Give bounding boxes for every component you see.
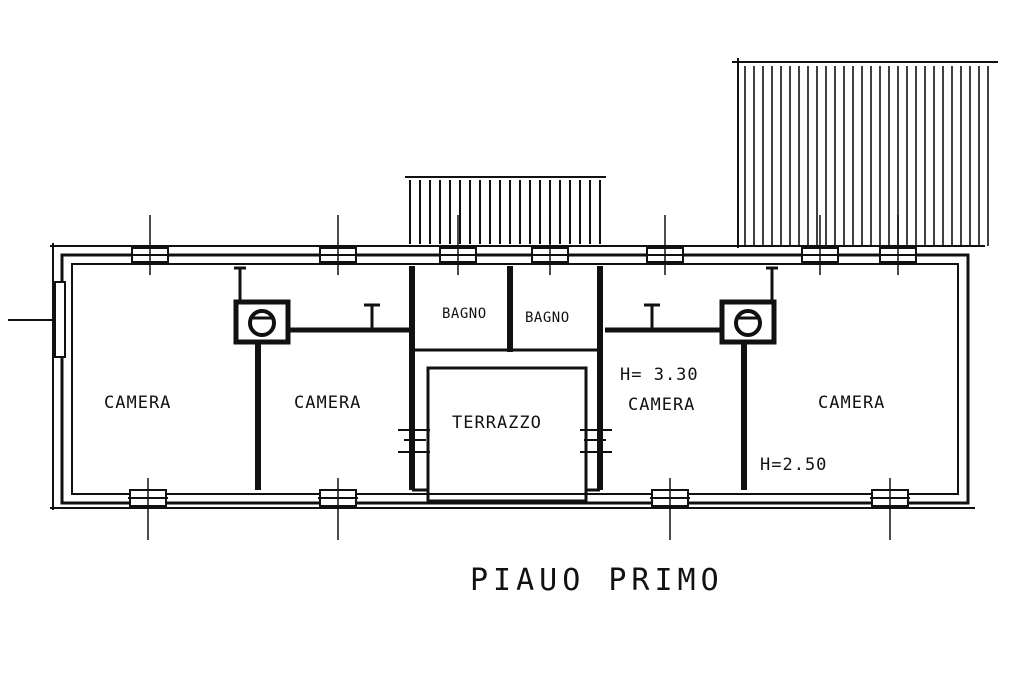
room-label-bagno-2: BAGNO xyxy=(525,310,570,326)
plan-title: PIAUO PRIMO xyxy=(470,563,724,598)
height-annotation-2: H=2.50 xyxy=(760,455,827,475)
terrace-doors xyxy=(398,429,612,453)
room-label-terrazzo: TERRAZZO xyxy=(452,413,542,433)
chimney-left xyxy=(233,299,291,345)
room-label-camera-3: CAMERA xyxy=(628,395,695,415)
room-label-camera-4: CAMERA xyxy=(818,393,885,413)
room-label-camera-1: CAMERA xyxy=(104,393,171,413)
height-annotation-1: H= 3.30 xyxy=(620,365,699,385)
roof-hatch-large xyxy=(732,58,998,248)
outer-walls xyxy=(8,243,985,510)
room-label-camera-2: CAMERA xyxy=(294,393,361,413)
windows xyxy=(128,215,918,540)
roof-hatch-small xyxy=(405,176,606,244)
room-label-bagno-1: BAGNO xyxy=(442,306,487,322)
chimney-right xyxy=(719,299,777,345)
